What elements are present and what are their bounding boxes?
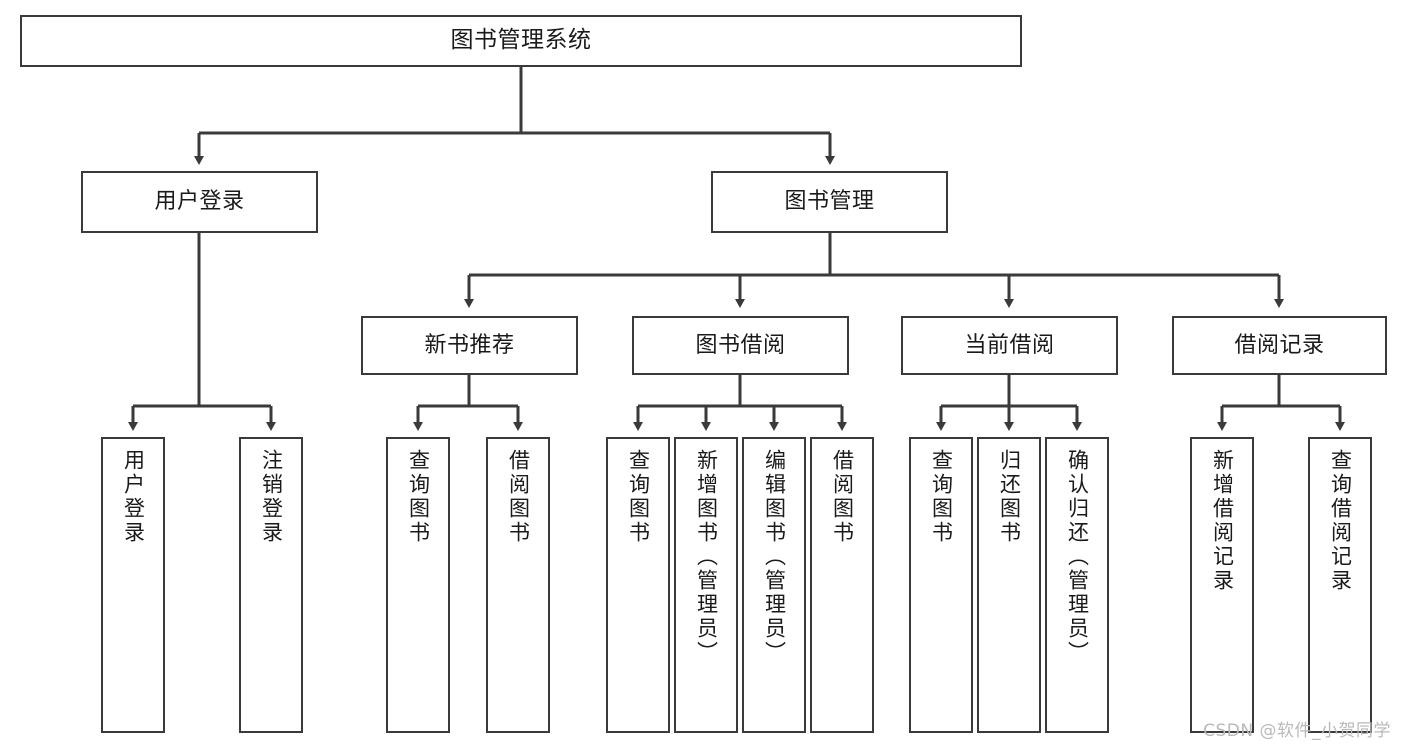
node-leaf-cur-query-book[interactable]: 查询图书 <box>909 437 973 733</box>
node-leaf-cur-return-book[interactable]: 归还图书 <box>977 437 1041 733</box>
node-root[interactable]: 图书管理系统 <box>20 15 1022 67</box>
node-leaf-borrow-add-book[interactable]: 新增图书（管理员） <box>674 437 738 733</box>
node-leaf-user-logout-label: 注销登录 <box>259 449 284 545</box>
node-leaf-rec-query-record[interactable]: 查询借阅记录 <box>1308 437 1372 733</box>
node-leaf-cur-return-book-label: 归还图书 <box>997 449 1022 545</box>
node-leaf-cur-query-book-label: 查询图书 <box>929 449 954 545</box>
node-leaf-borrow-query-book[interactable]: 查询图书 <box>606 437 670 733</box>
node-current-borrow[interactable]: 当前借阅 <box>901 316 1118 375</box>
node-leaf-rec-add-record[interactable]: 新增借阅记录 <box>1190 437 1254 733</box>
node-new-book-rec[interactable]: 新书推荐 <box>361 316 578 375</box>
node-book-manage-label: 图书管理 <box>784 189 875 215</box>
node-leaf-rec-query-record-label: 查询借阅记录 <box>1328 449 1353 593</box>
node-leaf-cur-confirm-return[interactable]: 确认归还（管理员） <box>1045 437 1109 733</box>
node-leaf-borrow-edit-book[interactable]: 编辑图书（管理员） <box>742 437 806 733</box>
node-user-login[interactable]: 用户登录 <box>81 171 318 233</box>
node-book-borrow-label: 图书借阅 <box>695 332 786 358</box>
node-leaf-user-logout[interactable]: 注销登录 <box>239 437 303 733</box>
node-borrow-record-label: 借阅记录 <box>1234 332 1325 358</box>
node-user-login-label: 用户登录 <box>154 189 245 215</box>
node-leaf-borrow-add-book-label: 新增图书（管理员） <box>694 449 719 665</box>
node-leaf-cur-confirm-return-label: 确认归还（管理员） <box>1065 449 1090 665</box>
node-book-borrow[interactable]: 图书借阅 <box>632 316 849 375</box>
node-leaf-user-login-label: 用户登录 <box>121 449 146 545</box>
node-leaf-rec-query-book[interactable]: 查询图书 <box>386 437 450 733</box>
node-root-label: 图书管理系统 <box>450 27 592 54</box>
node-current-borrow-label: 当前借阅 <box>964 332 1055 358</box>
watermark: CSDN @软件_小贺同学 <box>1203 721 1391 741</box>
node-book-manage[interactable]: 图书管理 <box>711 171 948 233</box>
node-leaf-rec-borrow-book-label: 借阅图书 <box>506 449 531 545</box>
node-leaf-rec-borrow-book[interactable]: 借阅图书 <box>486 437 550 733</box>
node-leaf-rec-add-record-label: 新增借阅记录 <box>1210 449 1235 593</box>
node-leaf-borrow-borrow-book-label: 借阅图书 <box>830 449 855 545</box>
node-borrow-record[interactable]: 借阅记录 <box>1172 316 1387 375</box>
node-leaf-user-login[interactable]: 用户登录 <box>101 437 165 733</box>
node-leaf-borrow-edit-book-label: 编辑图书（管理员） <box>762 449 787 665</box>
node-leaf-borrow-borrow-book[interactable]: 借阅图书 <box>810 437 874 733</box>
node-leaf-rec-query-book-label: 查询图书 <box>406 449 431 545</box>
node-leaf-borrow-query-book-label: 查询图书 <box>626 449 651 545</box>
node-new-book-rec-label: 新书推荐 <box>424 332 515 358</box>
